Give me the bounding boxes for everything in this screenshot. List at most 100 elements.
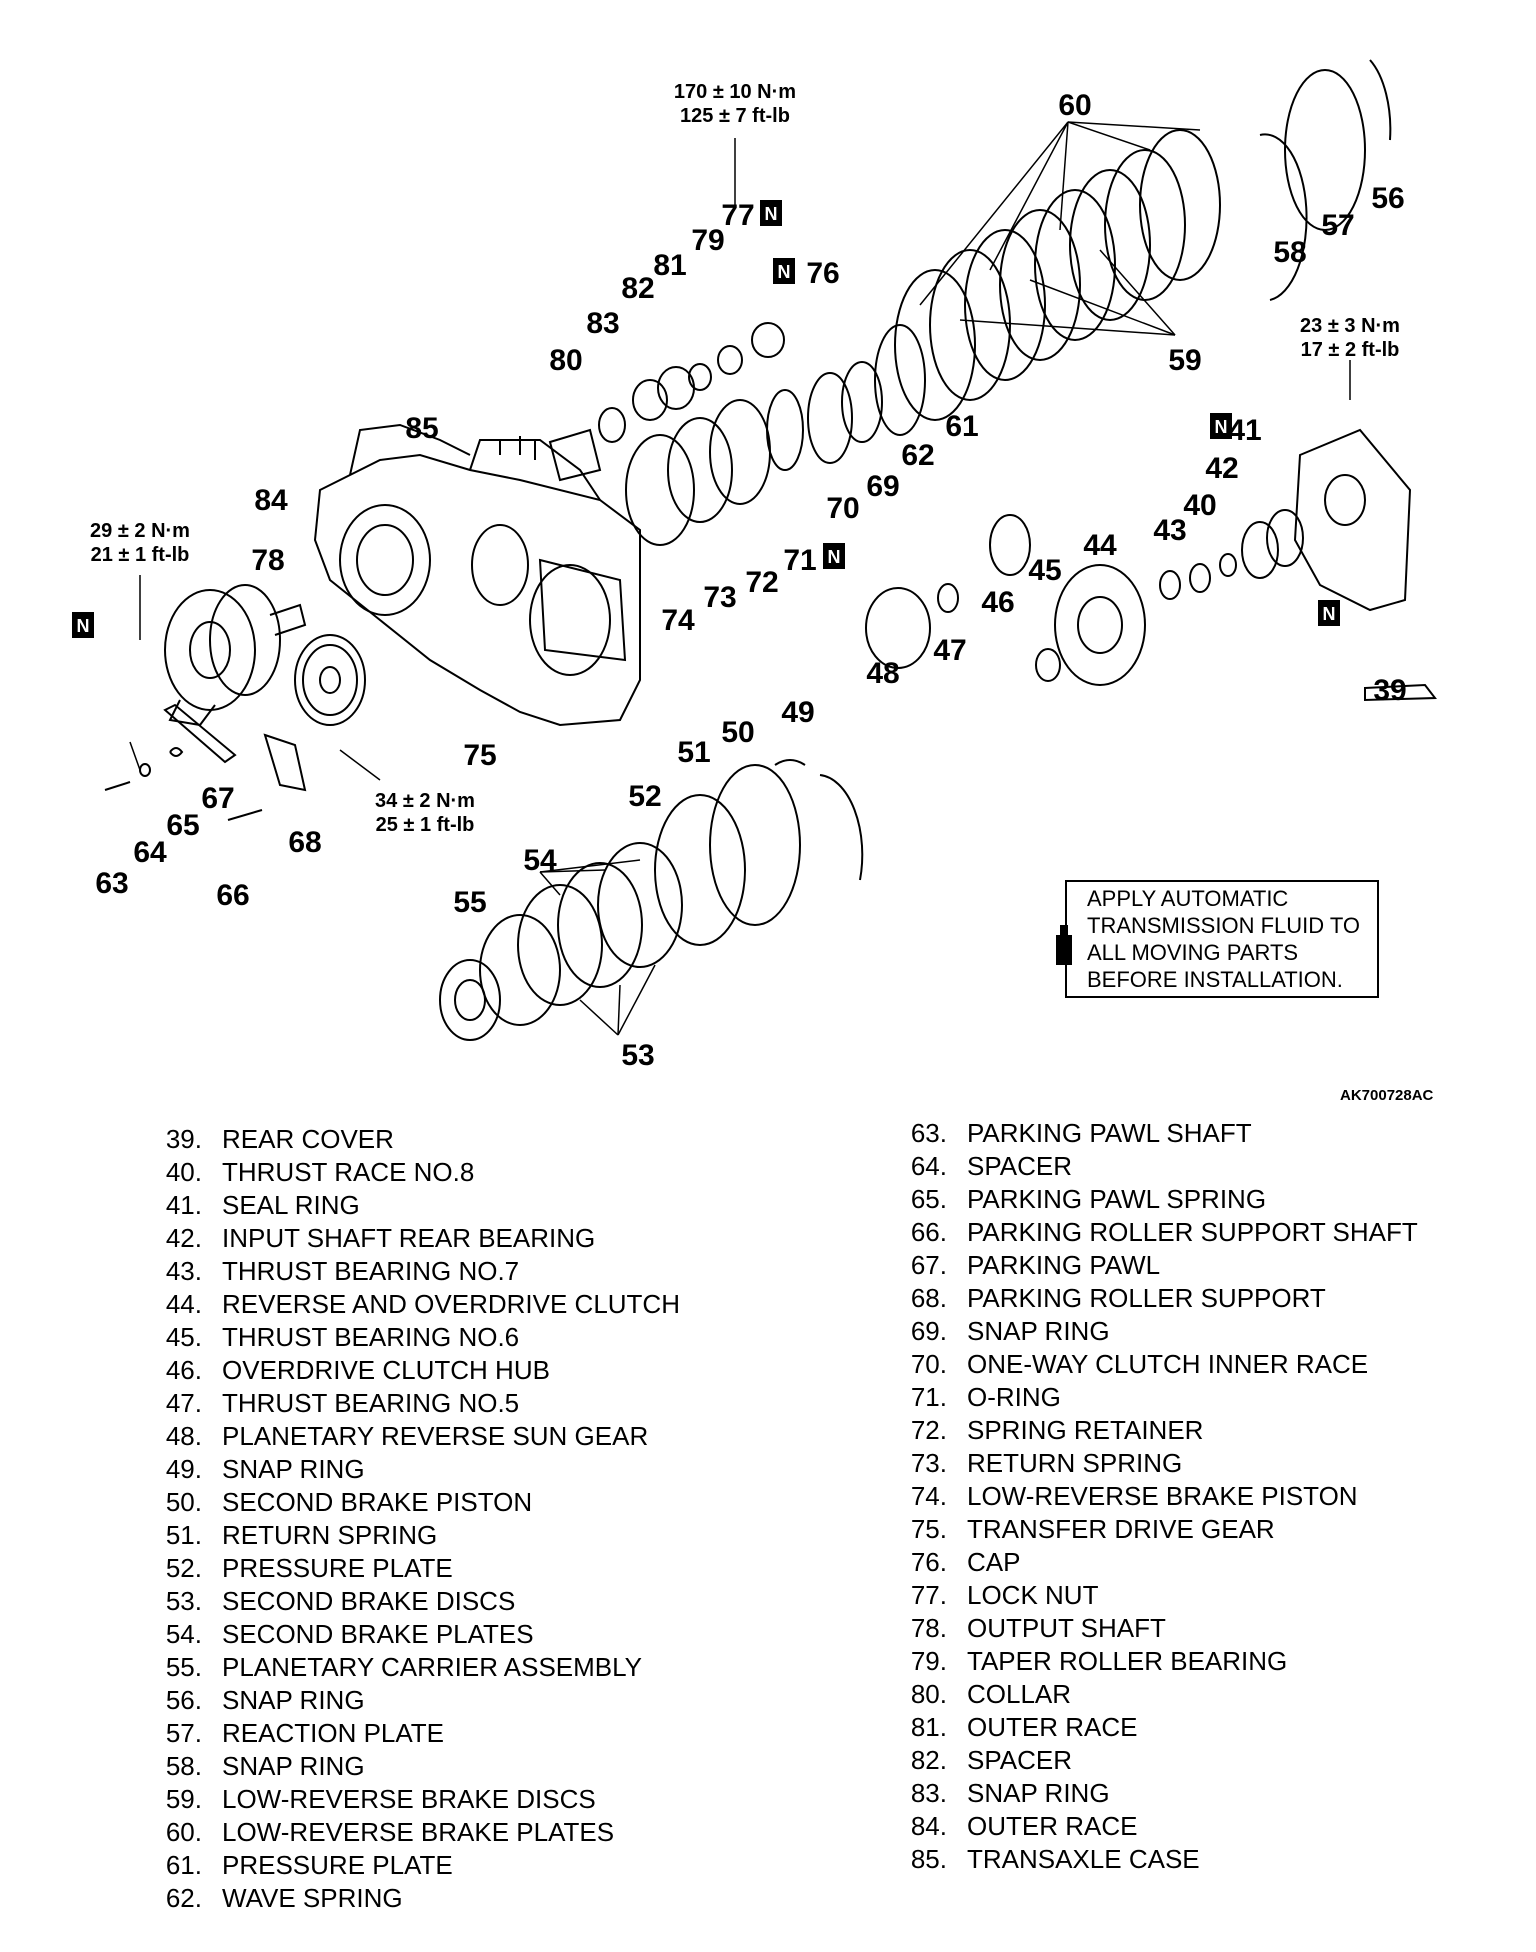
- legend-item-number: 81.: [910, 1712, 947, 1742]
- legend-item: 78.OUTPUT SHAFT: [885, 1612, 1418, 1645]
- legend-item-name: REACTION PLATE: [222, 1718, 445, 1748]
- legend-item-number: 64.: [910, 1151, 947, 1181]
- legend-item: 49.SNAP RING: [140, 1453, 680, 1486]
- callout-81: 81: [653, 249, 686, 282]
- transfer-drive-gear-drawing: [294, 634, 366, 726]
- legend-item-number: 39.: [165, 1124, 202, 1154]
- legend-item: 75.TRANSFER DRIVE GEAR: [885, 1513, 1418, 1546]
- callout-62: 62: [901, 439, 934, 472]
- legend-item-number: 85.: [910, 1844, 947, 1874]
- callout-84: 84: [254, 484, 288, 517]
- legend-item-name: SEAL RING: [222, 1190, 360, 1220]
- legend-item: 54.SECOND BRAKE PLATES: [140, 1618, 680, 1651]
- callout-52: 52: [628, 780, 661, 813]
- legend-item-number: 62.: [165, 1883, 202, 1913]
- low-reverse-pack-drawing: [625, 59, 1392, 546]
- legend-item: 61.PRESSURE PLATE: [140, 1849, 680, 1882]
- legend-item-number: 60.: [165, 1817, 202, 1847]
- legend-item-number: 44.: [165, 1289, 202, 1319]
- legend-item-name: REAR COVER: [222, 1124, 394, 1154]
- legend-item: 42.INPUT SHAFT REAR BEARING: [140, 1222, 680, 1255]
- legend-item-name: PLANETARY REVERSE SUN GEAR: [222, 1421, 649, 1451]
- legend-item: 67.PARKING PAWL: [885, 1249, 1418, 1282]
- legend-item-number: 54.: [165, 1619, 202, 1649]
- callout-39: 39: [1373, 674, 1406, 707]
- legend-item-name: SECOND BRAKE DISCS: [222, 1586, 516, 1616]
- atf-note-text: APPLY AUTOMATIC TRANSMISSION FLUID TO AL…: [1087, 886, 1361, 992]
- legend-item: 43.THRUST BEARING NO.7: [140, 1255, 680, 1288]
- torque-imperial: 21 ± 1 ft-lb: [91, 544, 190, 566]
- legend-item-name: LOW-REVERSE BRAKE DISCS: [222, 1784, 596, 1814]
- legend-item-name: PARKING ROLLER SUPPORT: [967, 1283, 1326, 1313]
- callout-66: 66: [216, 879, 249, 912]
- callout-75: 75: [463, 739, 496, 772]
- callout-77: 77: [721, 199, 754, 232]
- legend-item-number: 56.: [165, 1685, 202, 1715]
- callout-65: 65: [166, 809, 199, 842]
- legend-item-number: 50.: [165, 1487, 202, 1517]
- legend-item-name: OUTPUT SHAFT: [967, 1613, 1166, 1643]
- legend-item-number: 76.: [910, 1547, 947, 1577]
- transaxle-case-drawing: [313, 423, 641, 727]
- torque-metric: 29 ± 2 N·m: [90, 520, 190, 542]
- legend-item-name: PRESSURE PLATE: [222, 1553, 453, 1583]
- legend-item: 63.PARKING PAWL SHAFT: [885, 1117, 1418, 1150]
- callout-47: 47: [933, 634, 966, 667]
- callout-54: 54: [523, 844, 557, 877]
- legend-item: 83.SNAP RING: [885, 1777, 1418, 1810]
- legend-item: 51.RETURN SPRING: [140, 1519, 680, 1552]
- legend-item-number: 74.: [910, 1481, 947, 1511]
- legend-item: 77.LOCK NUT: [885, 1579, 1418, 1612]
- callout-48: 48: [866, 657, 899, 690]
- callout-41: 41: [1228, 414, 1261, 447]
- legend-item: 46.OVERDRIVE CLUTCH HUB: [140, 1354, 680, 1387]
- legend-item: 44.REVERSE AND OVERDRIVE CLUTCH: [140, 1288, 680, 1321]
- torque-spec-39: 23 ± 3 N·m 17 ± 2 ft-lb: [1300, 315, 1400, 361]
- legend-item-number: 65.: [910, 1184, 947, 1214]
- new-part-marker-text: N: [77, 616, 90, 636]
- legend-item-name: THRUST BEARING NO.7: [222, 1256, 520, 1286]
- legend-item-name: TRANSFER DRIVE GEAR: [967, 1514, 1275, 1544]
- legend-item-number: 41.: [165, 1190, 202, 1220]
- legend-item: 53.SECOND BRAKE DISCS: [140, 1585, 680, 1618]
- callout-73: 73: [703, 581, 736, 614]
- callout-53: 53: [621, 1039, 654, 1072]
- torque-metric: 170 ± 10 N·m: [674, 81, 796, 103]
- torque-imperial: 17 ± 2 ft-lb: [1301, 339, 1400, 361]
- legend-item-number: 73.: [910, 1448, 947, 1478]
- legend-item-number: 70.: [910, 1349, 947, 1379]
- torque-spec-75: 34 ± 2 N·m 25 ± 1 ft-lb: [375, 790, 475, 836]
- callout-61: 61: [945, 410, 978, 443]
- callout-64: 64: [133, 836, 167, 869]
- legend-item-number: 69.: [910, 1316, 947, 1346]
- callout-71: 71: [783, 544, 816, 577]
- callout-42: 42: [1205, 452, 1238, 485]
- callout-59: 59: [1168, 344, 1201, 377]
- legend-item-name: SNAP RING: [222, 1685, 365, 1715]
- new-part-marker-text: N: [778, 262, 791, 282]
- legend-item: 72.SPRING RETAINER: [885, 1414, 1418, 1447]
- legend-item-name: CAP: [967, 1547, 1021, 1577]
- legend-item: 85. TRANSAXLE CASE: [885, 1843, 1418, 1876]
- legend-item-name: SNAP RING: [967, 1778, 1110, 1808]
- legend-item: 80.COLLAR: [885, 1678, 1418, 1711]
- new-part-marker-76: N: [773, 258, 795, 284]
- new-part-marker-78: N: [72, 612, 94, 638]
- legend-item: 60. LOW-REVERSE BRAKE PLATES: [140, 1816, 680, 1849]
- callout-79: 79: [691, 224, 724, 257]
- legend-item-number: 55.: [165, 1652, 202, 1682]
- legend-item-name: TRANSAXLE CASE: [967, 1844, 1200, 1874]
- callout-49: 49: [781, 696, 814, 729]
- callout-46: 46: [981, 586, 1014, 619]
- legend-item-name: OUTER RACE: [967, 1712, 1138, 1742]
- legend-item-number: 72.: [910, 1415, 947, 1445]
- legend-item-name: LOW-REVERSE BRAKE PLATES: [222, 1817, 615, 1847]
- legend-item: 71.O-RING: [885, 1381, 1418, 1414]
- legend-item-name: WAVE SPRING: [222, 1883, 403, 1913]
- callout-43: 43: [1153, 514, 1186, 547]
- legend-item-name: SNAP RING: [222, 1751, 365, 1781]
- legend-item-name: O-RING: [967, 1382, 1061, 1412]
- exploded-diagram: 3940414243444546474849505152535455565758…: [72, 59, 1437, 1072]
- legend-item-name: PARKING PAWL SPRING: [967, 1184, 1267, 1214]
